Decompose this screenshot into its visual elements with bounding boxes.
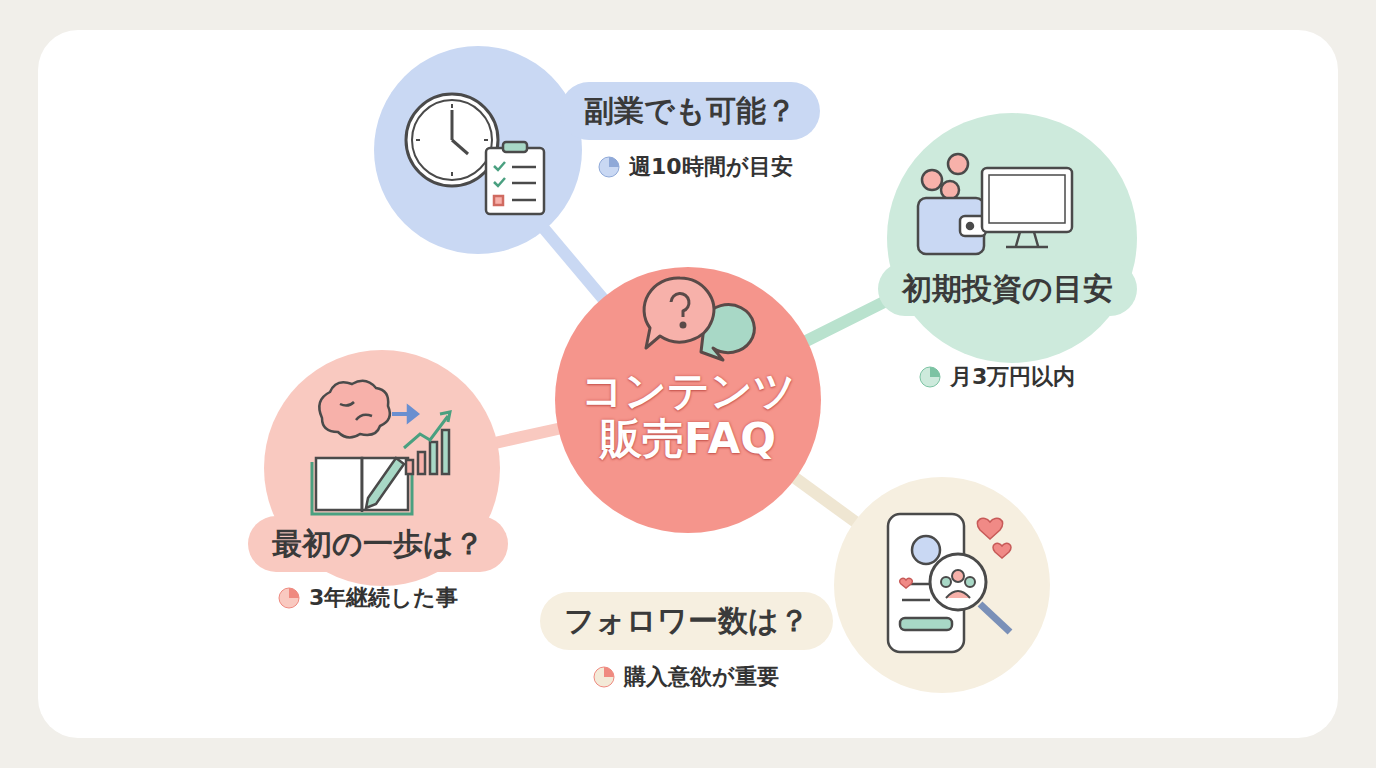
circle-shape: [834, 477, 1050, 693]
phone-icon: [888, 514, 964, 652]
pie-mark: [277, 586, 301, 610]
pie-mark: [592, 665, 616, 689]
magnifier-icon: [930, 554, 1010, 632]
speech-bubble-icon: [644, 278, 754, 360]
answer-row: 3年継続した事: [277, 583, 458, 613]
answer-row: 購入意欲が重要: [592, 662, 779, 692]
pie-mark: [918, 365, 942, 389]
answer-text: 月3万円以内: [950, 362, 1075, 392]
connector-line: [542, 227, 605, 302]
question-pill: 初期投資の目安: [878, 262, 1137, 316]
clock-icon: [406, 94, 498, 186]
answer-text: 購入意欲が重要: [624, 662, 779, 692]
book-icon: [312, 458, 412, 514]
answer-text: 週10時間が目安: [629, 152, 793, 182]
brain-icon: [319, 381, 418, 438]
growth-chart-icon: [404, 412, 450, 474]
topic-circle: 初期投資の目安月3万円以内: [887, 113, 1137, 363]
answer-row: 週10時間が目安: [597, 152, 793, 182]
connector-line: [493, 428, 562, 443]
hub-circle: コンテンツ 販売FAQ: [555, 267, 821, 533]
answer-row: 月3万円以内: [918, 362, 1075, 392]
wallet-icon: [918, 154, 986, 254]
monitor-icon: [982, 168, 1072, 247]
clipboard-icon: [486, 142, 544, 214]
topic-circle: 最初の一歩は？3年継続した事: [264, 350, 500, 586]
answer-text: 3年継続した事: [309, 583, 458, 613]
topic-circle: フォロワー数は？購入意欲が重要: [834, 477, 1050, 693]
heart-icons: [900, 518, 1011, 588]
question-pill: フォロワー数は？: [540, 592, 833, 650]
circle-shape: [887, 113, 1137, 363]
topic-circle: 副業でも可能？週10時間が目安: [374, 46, 582, 254]
question-pill: 副業でも可能？: [560, 82, 820, 140]
circle-shape: [374, 46, 582, 254]
question-pill: 最初の一歩は？: [248, 516, 508, 572]
hub-title: コンテンツ 販売FAQ: [555, 367, 821, 464]
connector-line: [792, 476, 858, 524]
pie-mark: [597, 155, 621, 179]
